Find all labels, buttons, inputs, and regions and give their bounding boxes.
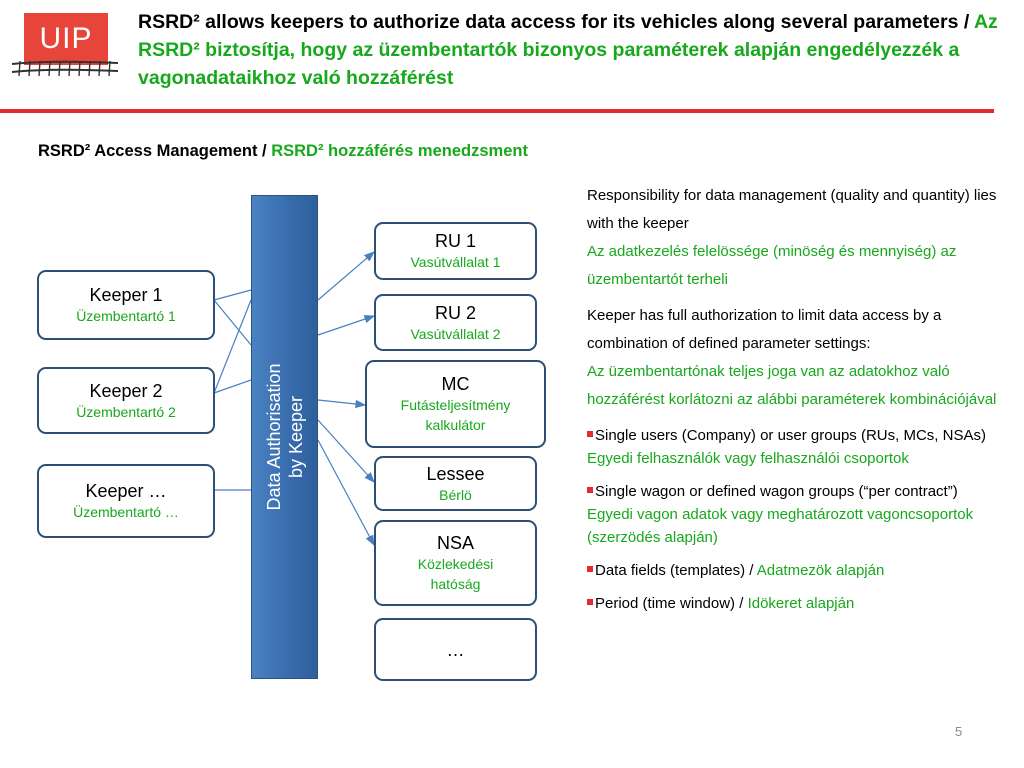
keeper-label: Keeper 1: [89, 285, 163, 305]
keeper-label: Keeper …: [85, 481, 167, 501]
paragraph-2-en: Keeper has full authorization to limit d…: [587, 307, 942, 352]
bullet-hu: Egyedi vagon adatok vagy meghatározott v…: [587, 506, 974, 546]
target-sublabel: Futásteljesítmény kalkulátor: [400, 397, 511, 433]
title-en: RSRD² allows keepers to authorize data a…: [138, 11, 974, 33]
target-lessee-box: Lessee Bérlö: [374, 456, 537, 511]
keeper-label: Keeper 2: [89, 380, 163, 401]
bullet-period: Period (time window) / Idökeret alapján: [587, 592, 1002, 615]
data-authorisation-label: Data Authorisation by Keeper: [263, 363, 307, 510]
bullet-icon: [587, 431, 593, 437]
bar-label-line2: by Keeper: [286, 395, 306, 479]
keeper-sublabel: Üzembentartó …: [73, 504, 179, 520]
bullet-icon: [587, 566, 593, 572]
title-hu: Az RSRD² biztosítja, hogy az üzembentart…: [138, 11, 998, 89]
bullet-en: Single users (Company) or user groups (R…: [595, 427, 986, 444]
data-authorisation-bar: [251, 195, 318, 679]
logo-text: UIP: [24, 13, 108, 65]
paragraph-2-hu: Az üzembentartónak teljes joga van az ad…: [587, 363, 997, 408]
target-sublabel: Vasútvállalat 1: [410, 254, 501, 270]
section-heading: RSRD² Access Management / RSRD² hozzáfér…: [38, 142, 528, 161]
bullet-icon: [587, 599, 593, 605]
target-sublabel: Bérlö: [439, 486, 472, 503]
target-label: …: [446, 639, 465, 660]
bar-label-line1: Data Authorisation: [264, 363, 284, 511]
subtitle-hu: RSRD² hozzáférés menedzsment: [271, 142, 528, 160]
subtitle-en: RSRD² Access Management /: [38, 142, 272, 160]
target-label: MC: [441, 374, 470, 394]
keeper-3-box: Keeper … Üzembentartó …: [37, 464, 215, 538]
bullet-en: Period (time window) /: [595, 595, 748, 612]
page-number: 5: [955, 724, 963, 739]
keeper-2-box: Keeper 2 Üzembentartó 2: [37, 367, 215, 434]
bullet-en: Data fields (templates) /: [595, 562, 757, 579]
slide-title: RSRD² allows keepers to authorize data a…: [138, 8, 1008, 92]
target-label: Lessee: [426, 463, 485, 484]
target-mc-box: MC Futásteljesítmény kalkulátor: [365, 360, 546, 448]
right-text-column: Responsibility for data management (qual…: [587, 182, 1002, 615]
connector-arrows: [213, 251, 376, 547]
bullet-en: Single wagon or defined wagon groups (“p…: [595, 483, 958, 500]
rail-track-icon: [11, 60, 119, 77]
target-more-box: …: [374, 618, 537, 681]
target-label: RU 1: [434, 231, 476, 251]
bullet-wagons: Single wagon or defined wagon groups (“p…: [587, 480, 1002, 549]
paragraph-1-hu: Az adatkezelés felelössége (minöség és m…: [587, 243, 957, 288]
paragraph-1-en: Responsibility for data management (qual…: [587, 187, 997, 232]
target-ru2-box: RU 2 Vasútvállalat 2: [374, 294, 537, 351]
bullet-hu: Adatmezök alapján: [756, 562, 885, 579]
bullet-users: Single users (Company) or user groups (R…: [587, 424, 1002, 470]
keeper-sublabel: Üzembentartó 2: [76, 403, 176, 420]
uip-logo: UIP: [10, 10, 120, 80]
target-sublabel: Közlekedési hatóság: [417, 556, 494, 592]
bullet-icon: [587, 487, 593, 493]
keeper-1-box: Keeper 1 Üzembentartó 1: [37, 270, 215, 340]
bullet-data-fields: Data fields (templates) / Adatmezök alap…: [587, 559, 1002, 582]
target-label: NSA: [436, 533, 474, 553]
target-label: RU 2: [434, 302, 476, 323]
title-divider: [0, 109, 994, 113]
target-nsa-box: NSA Közlekedési hatóság: [374, 520, 537, 606]
bullet-hu: Idökeret alapján: [747, 595, 855, 612]
target-sublabel: Vasútvállalat 2: [410, 325, 501, 342]
keeper-sublabel: Üzembentartó 1: [76, 308, 176, 324]
bullet-hu: Egyedi felhasználók vagy felhasználói cs…: [587, 450, 909, 467]
target-ru1-box: RU 1 Vasútvállalat 1: [374, 222, 537, 280]
